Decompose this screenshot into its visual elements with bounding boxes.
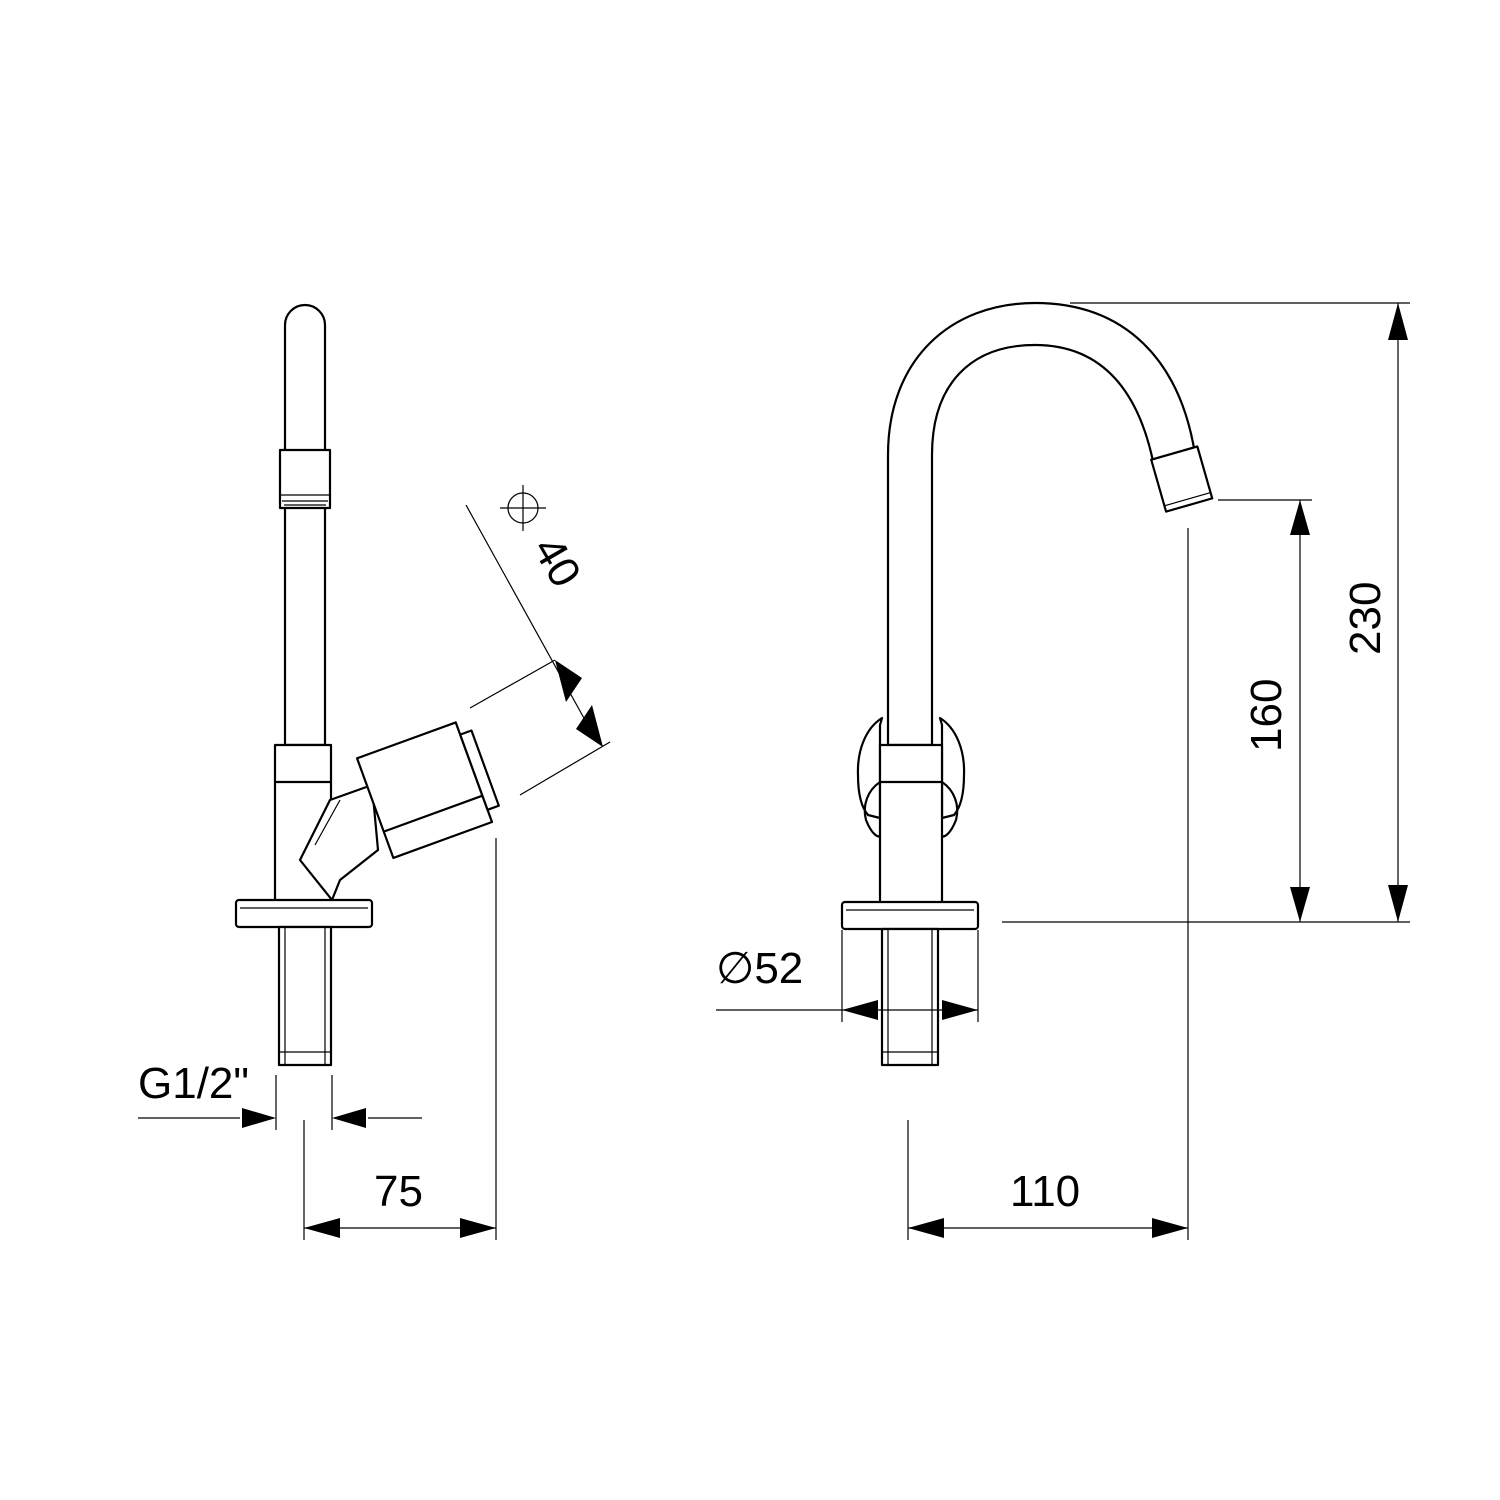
front-shank: [880, 927, 940, 1067]
front-handle-right: [938, 716, 966, 820]
front-handle-left: [856, 716, 884, 820]
front-flange: [840, 900, 980, 931]
dim-side-depth: 75: [303, 838, 497, 1240]
side-aerator: [278, 448, 332, 510]
side-spout-tube: [283, 303, 327, 747]
dim-spout-reach-label: 110: [1010, 1167, 1080, 1216]
dim-heights: 160 230: [1002, 302, 1410, 923]
dim-handle-diameter-label: 40: [523, 529, 590, 596]
dim-thread: G1/2": [138, 1059, 422, 1130]
front-gooseneck-spout: [886, 301, 1197, 747]
dim-spout-reach: 110: [907, 528, 1189, 1240]
dim-handle-diameter: 40: [465, 485, 611, 796]
side-flange: [234, 898, 374, 929]
dim-thread-label: G1/2": [138, 1059, 249, 1108]
dim-side-depth-label: 75: [374, 1167, 423, 1216]
front-outlet-nozzle: [1150, 445, 1214, 513]
dim-outlet-height: 160: [1242, 500, 1310, 922]
dim-total-height: 230: [1341, 303, 1408, 922]
dim-flange-diameter-label: ∅52: [716, 944, 803, 993]
front-body: [878, 743, 944, 907]
side-shank: [277, 925, 333, 1067]
front-view: ∅52 110 160 2: [716, 301, 1410, 1240]
side-handle: [355, 721, 500, 860]
side-view: 40 G1/2" 75: [138, 303, 611, 1240]
dim-total-height-label: 230: [1341, 582, 1390, 655]
dim-flange-diameter: ∅52: [716, 930, 979, 1022]
dim-outlet-height-label: 160: [1242, 679, 1291, 752]
